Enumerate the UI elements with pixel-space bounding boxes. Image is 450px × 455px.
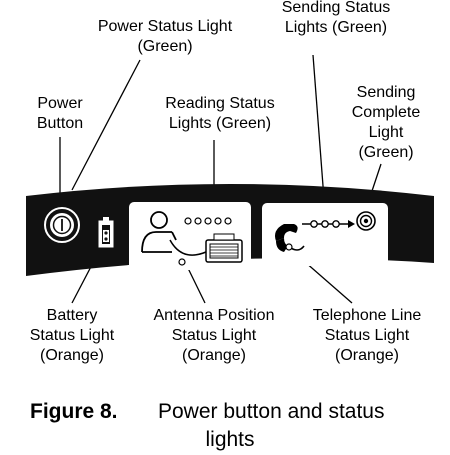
label-battery-status-light: Battery Status Light (Orange) [30, 307, 115, 364]
label-sending-complete-light: Sending Complete Light (Green) [352, 84, 421, 161]
svg-text:Lights (Green): Lights (Green) [285, 19, 387, 36]
sending-status-light [332, 220, 340, 228]
svg-text:Complete: Complete [352, 104, 421, 121]
sending-complete-light [356, 211, 376, 231]
svg-text:Sending: Sending [357, 84, 416, 101]
svg-text:Lights (Green): Lights (Green) [169, 115, 271, 132]
svg-text:Telephone Line: Telephone Line [313, 307, 422, 324]
reading-window [129, 202, 251, 270]
sending-status-light [321, 220, 329, 228]
svg-text:Button: Button [37, 115, 83, 132]
svg-text:Antenna Position: Antenna Position [154, 307, 275, 324]
person-icon [141, 211, 177, 253]
svg-text:Light: Light [369, 124, 404, 141]
svg-text:Power Status Light: Power Status Light [98, 18, 233, 35]
sending-status-lights [310, 220, 340, 228]
svg-text:(Orange): (Orange) [182, 347, 246, 364]
antenna-cable [169, 239, 207, 256]
caption-text-line2: lights [205, 428, 254, 451]
svg-text:Status Light: Status Light [30, 327, 115, 344]
label-power-status-light: Power Status Light (Green) [98, 18, 233, 55]
svg-text:(Green): (Green) [137, 38, 192, 55]
svg-text:Battery: Battery [47, 307, 98, 324]
reading-status-light [194, 217, 202, 225]
label-antenna-position-status-light: Antenna Position Status Light (Orange) [154, 307, 275, 364]
telephone-line-status-light [285, 243, 293, 251]
sending-window [262, 203, 388, 266]
caption-text-line1: Power button and status [158, 400, 384, 423]
svg-text:Status Light: Status Light [325, 327, 410, 344]
svg-text:(Orange): (Orange) [335, 347, 399, 364]
svg-text:Reading Status: Reading Status [165, 95, 274, 112]
figure-number: Figure 8. [30, 400, 118, 423]
reading-status-lights [184, 217, 232, 225]
reading-status-light [184, 217, 192, 225]
label-telephone-line-status-light: Telephone Line Status Light (Orange) [313, 307, 422, 364]
antenna-position-status-light [178, 258, 186, 266]
figure-caption: Figure 8. Power button and status lights [30, 400, 384, 451]
reading-status-light [204, 217, 212, 225]
svg-text:Status Light: Status Light [172, 327, 257, 344]
arrow-right-icon [348, 220, 355, 228]
svg-text:Power: Power [37, 95, 83, 112]
sending-status-light [310, 220, 318, 228]
power-button[interactable] [44, 207, 80, 243]
monitor-device-icon [205, 233, 243, 263]
svg-text:Sending Status: Sending Status [282, 0, 391, 16]
reading-status-light [214, 217, 222, 225]
label-power-button: Power Button [37, 95, 83, 132]
battery-status-light [98, 217, 114, 248]
leader-power-status [71, 59, 141, 191]
label-sending-status-lights: Sending Status Lights (Green) [282, 0, 391, 36]
svg-text:(Green): (Green) [358, 144, 413, 161]
svg-text:(Orange): (Orange) [40, 347, 104, 364]
label-reading-status-lights: Reading Status Lights (Green) [165, 95, 274, 132]
leader-sending-status [312, 54, 326, 213]
reading-status-light [224, 217, 232, 225]
